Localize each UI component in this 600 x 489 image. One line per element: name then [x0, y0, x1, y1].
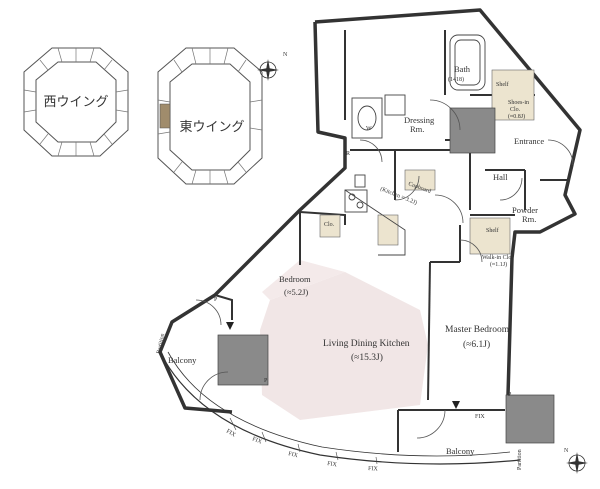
- bathtub: [449, 34, 486, 91]
- cabinetry: [319, 69, 535, 255]
- door-swings: [195, 99, 574, 439]
- window-sashes: [229, 417, 378, 465]
- entrance-label: Entrance: [514, 136, 544, 146]
- fix-label: FIX: [327, 461, 338, 468]
- bedroom-label: Bedroom: [279, 274, 311, 284]
- east-wing-label: 東ウイング: [179, 119, 244, 135]
- fix-label: FIX: [475, 414, 485, 420]
- shoes-in-label: Shoes-in: [508, 100, 529, 106]
- fix-label: FIX: [288, 451, 299, 459]
- shoes-shelf-label: Shelf: [496, 81, 509, 88]
- partition-right-label: Partition: [517, 449, 523, 470]
- shoes-size: (≈0.8J): [508, 113, 525, 120]
- room-labels: Bath (1418) Shelf Shoes-in Clo. (≈0.8J) …: [156, 64, 544, 473]
- facade-curve: [159, 351, 521, 465]
- west-wing-label: 西ウイング: [43, 95, 108, 110]
- bath-size: (1418): [448, 76, 464, 83]
- compass-icon: N: [257, 52, 288, 81]
- pipe-shafts: [217, 107, 555, 444]
- partition-left-label: Partition: [156, 333, 166, 354]
- p-mark: P: [264, 378, 268, 384]
- wic-shelf-label: Shelf: [486, 227, 499, 234]
- kitchen-counter: [344, 174, 406, 256]
- balcony-left-label: Balcony: [168, 355, 197, 365]
- clo-label: Clo.: [324, 222, 335, 228]
- compass-north-label: N: [283, 52, 288, 58]
- ldk-area: [260, 272, 428, 420]
- entry-marker-icon: [226, 322, 234, 330]
- dressing-rm-label: Rm.: [410, 124, 424, 134]
- master-bedroom-size: (≈6.1J): [463, 339, 490, 350]
- fix-label: FIX: [251, 436, 263, 445]
- walkin-size: (≈1.1J): [490, 261, 507, 268]
- walkin-clo-label: Walk-in Clo.: [482, 255, 513, 261]
- balcony-bottom-label: Balcony: [446, 446, 475, 456]
- fix-label: FIX: [225, 429, 237, 439]
- ldk-label: Living Dining Kitchen: [323, 339, 410, 349]
- bath-label: Bath: [454, 64, 471, 74]
- hall-label: Hall: [493, 172, 508, 182]
- bedroom-size: (≈5.2J): [284, 287, 308, 297]
- powder-rm-label: Rm.: [522, 214, 536, 224]
- w-mark: W: [366, 126, 372, 132]
- p-mark: P: [214, 297, 218, 303]
- exterior-walls: [158, 8, 582, 414]
- master-bedroom-label: Master Bedroom: [445, 325, 510, 335]
- fix-label: FIX: [368, 466, 379, 473]
- ldk-size: (≈15.3J): [351, 352, 383, 363]
- shoes-clo-label: Clo.: [510, 107, 521, 113]
- r-mark: R: [346, 151, 350, 157]
- powder-label: Powder: [512, 205, 538, 215]
- interior-walls: [214, 30, 570, 452]
- key-plan-east-wing: 東ウイング: [157, 47, 263, 185]
- dressing-label: Dressing: [404, 115, 435, 125]
- compass-north-label: N: [564, 448, 569, 454]
- wash-basin: [351, 94, 406, 139]
- p-mark: P: [508, 392, 512, 398]
- key-plan-west-wing: 西ウイング: [23, 47, 129, 157]
- entry-marker-icon: [452, 401, 460, 409]
- compass-icon: N: [564, 448, 588, 474]
- unit-location-marker: [159, 103, 171, 129]
